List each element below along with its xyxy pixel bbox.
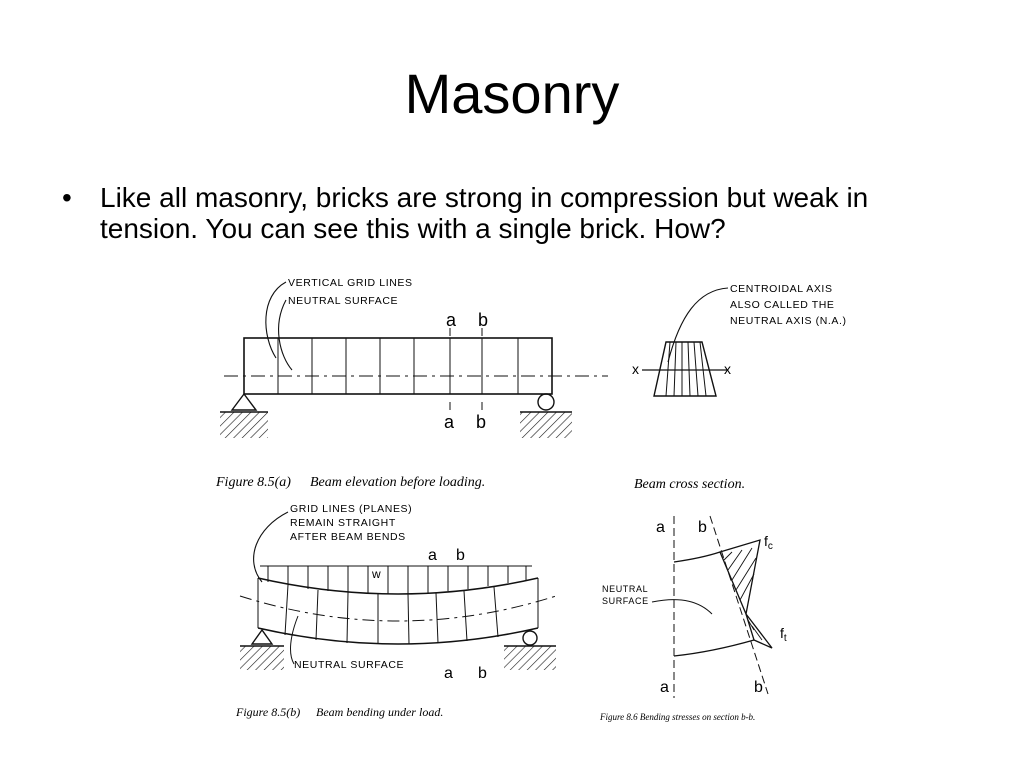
- caption-text: Beam elevation before loading.: [310, 475, 485, 490]
- fiber-bottom: [673, 639, 755, 657]
- grid-lines: [277, 338, 519, 394]
- figure-bending-stresses: a b fc ft NEUTRAL SURFACE a b Figure 8.6…: [592, 506, 818, 728]
- caption-text: Beam bending under load.: [316, 705, 443, 719]
- note-centroidal-axis: CENTROIDAL AXIS: [730, 283, 833, 295]
- label-fc: fc: [764, 533, 773, 552]
- ground-hatch: [504, 646, 556, 670]
- note-remain-straight: REMAIN STRAIGHT: [290, 517, 396, 529]
- leader-arrow: [667, 287, 729, 363]
- figure-beam-bending: GRID LINES (PLANES) REMAIN STRAIGHT AFTE…: [232, 498, 562, 730]
- bullet-dot: •: [62, 182, 72, 213]
- caption-figure-8-6: Figure 8.6 Bending stresses on section b…: [599, 712, 755, 722]
- label-load-w: w: [371, 567, 381, 581]
- compression-block: [719, 539, 761, 617]
- label-x-right: x: [724, 361, 731, 377]
- roller-support: [522, 630, 538, 646]
- label-b-bottom: b: [478, 665, 487, 682]
- tension-hatch: [747, 619, 763, 641]
- figure-beam-elevation: VERTICAL GRID LINES NEUTRAL SURFACE a b …: [210, 266, 620, 498]
- label-a-top: a: [446, 310, 457, 330]
- note-also-called: ALSO CALLED THE: [730, 299, 835, 311]
- fiber-top: [673, 551, 721, 563]
- label-b-bottom: b: [754, 679, 763, 696]
- beam-outline: [243, 337, 553, 395]
- label-x-left: x: [632, 361, 639, 377]
- section-line-b: [709, 515, 769, 695]
- beam-bottom-edge: [257, 627, 539, 645]
- roller-support: [537, 393, 555, 411]
- note-neutral-axis: NEUTRAL AXIS (N.A.): [730, 315, 847, 327]
- section-outline: [653, 341, 717, 397]
- label-a-bottom: a: [660, 679, 669, 696]
- pin-support: [230, 392, 258, 411]
- caption-cross-section: Beam cross section.: [634, 477, 745, 492]
- ground-hatch: [240, 646, 284, 670]
- label-ft: ft: [780, 625, 787, 644]
- rotated-grid-lines: [257, 578, 539, 645]
- leader-arrow: [290, 615, 299, 665]
- leader-arrow: [651, 599, 713, 615]
- label-a-bottom: a: [444, 412, 455, 432]
- figure-cross-section: CENTROIDAL AXIS ALSO CALLED THE NEUTRAL …: [620, 266, 888, 498]
- leader-arrow: [265, 281, 287, 359]
- label-b-top: b: [456, 547, 465, 564]
- ground-hatch: [520, 412, 572, 438]
- leader-arrow: [253, 511, 289, 583]
- label-b-top: b: [698, 519, 707, 536]
- slide-title: Masonry: [404, 62, 620, 125]
- leader-arrow: [278, 299, 293, 371]
- label-neutral-surface: NEUTRAL SURFACE: [294, 659, 404, 671]
- pin-support: [250, 628, 274, 645]
- note-vertical-grid-lines: VERTICAL GRID LINES: [288, 277, 413, 289]
- label-b-top: b: [478, 310, 488, 330]
- note-after-beam-bends: AFTER BEAM BENDS: [290, 531, 406, 543]
- label-a-top: a: [428, 547, 437, 564]
- load-arrows: [260, 565, 532, 594]
- bullet-text: Like all masonry, bricks are strong in c…: [100, 182, 869, 244]
- compression-hatch: [723, 547, 757, 601]
- ground-hatch: [220, 412, 268, 438]
- neutral-surface-line: [239, 595, 557, 622]
- label-surface: SURFACE: [602, 596, 649, 606]
- note-neutral-surface: NEUTRAL SURFACE: [288, 295, 398, 307]
- beam-top-edge: [257, 577, 539, 595]
- label-a-top: a: [656, 519, 665, 536]
- label-b-bottom: b: [476, 412, 486, 432]
- caption-number: Figure 8.5(a): [215, 475, 291, 490]
- note-grid-lines: GRID LINES (PLANES): [290, 503, 412, 515]
- caption-number: Figure 8.5(b): [235, 705, 300, 719]
- section-hatch: [665, 341, 707, 397]
- tension-block: [745, 613, 773, 649]
- label-neutral: NEUTRAL: [602, 584, 648, 594]
- label-a-bottom: a: [444, 665, 453, 682]
